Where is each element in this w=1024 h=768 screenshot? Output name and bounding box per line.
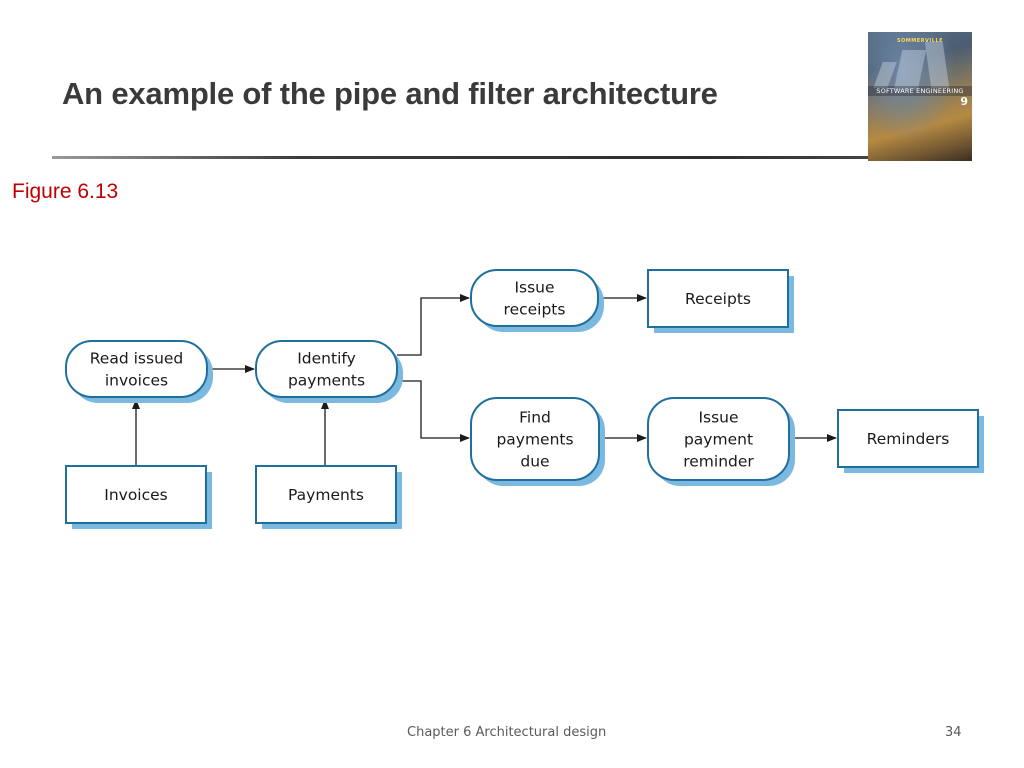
filter-find-payments-due: Find payments due (470, 397, 605, 486)
filter-issue-payment-reminder-label-line: reminder (683, 453, 754, 471)
filter-issue-payment-reminder-label-line: Issue (698, 409, 738, 427)
filter-identify-payments-label-line: Identify (297, 350, 356, 368)
connectors (132, 294, 837, 466)
filter-issue-payment-reminder-box (647, 397, 790, 481)
filter-issue-payment-reminder-label-line: payment (684, 431, 753, 449)
filter-find-payments-due-label-line: payments (496, 431, 573, 449)
figure-label: Figure 6.13 (12, 180, 119, 203)
footer-chapter: Chapter 6 Architectural design (407, 725, 607, 740)
filter-find-payments-due-box (470, 397, 600, 481)
data-store-payments-box (255, 465, 397, 524)
data-store-invoices-label-line: Invoices (104, 486, 168, 504)
arrow-identify-to-issue-receipts (397, 294, 470, 356)
data-store-receipts-label-line: Receipts (685, 290, 751, 308)
filter-issue-receipts-box (470, 269, 599, 327)
diagram-nodes: Read issuedinvoicesIdentifypaymentsIssue… (65, 269, 984, 529)
filter-read-issued-invoices-label-line: invoices (105, 372, 168, 390)
filter-issue-receipts-label-line: receipts (504, 301, 566, 319)
data-store-reminders-label-line: Reminders (867, 430, 950, 448)
filter-issue-payment-reminder: Issue payment reminder (647, 397, 795, 486)
filter-read-issued-invoices-box (65, 340, 208, 398)
data-store-receipts-box (647, 269, 789, 328)
data-store-invoices: Invoices (65, 465, 212, 529)
data-store-reminders: Reminders (837, 409, 984, 473)
data-store-payments: Payments (255, 465, 402, 529)
filter-read-issued-invoices-label-line: Read issued (90, 350, 184, 368)
title-divider (52, 156, 870, 159)
filter-identify-payments-label-line: payments (288, 372, 365, 390)
filter-issue-receipts: Issue receipts (470, 269, 604, 332)
arrow-identify-to-find-due (397, 380, 470, 442)
book-edition-text: 9 (960, 95, 968, 108)
filter-read-issued-invoices: Read issued invoices (65, 340, 213, 403)
filter-issue-receipts-label-line: Issue (514, 279, 554, 297)
footer-page-number: 34 (945, 725, 962, 740)
data-store-receipts: Receipts (647, 269, 794, 333)
book-publisher-text: SOMMERVILLE (896, 38, 944, 44)
book-cover-image: SOMMERVILLE SOFTWARE ENGINEERING 9 (868, 32, 972, 161)
filter-find-payments-due-label-line: due (520, 453, 549, 471)
book-title-text: SOFTWARE ENGINEERING (876, 87, 964, 95)
filter-identify-payments: Identify payments (255, 340, 403, 403)
filter-identify-payments-box (255, 340, 398, 398)
data-store-invoices-box (65, 465, 207, 524)
slide-title: An example of the pipe and filter archit… (62, 76, 718, 111)
data-store-reminders-box (837, 409, 979, 468)
data-store-payments-label-line: Payments (288, 486, 364, 504)
filter-find-payments-due-label-line: Find (519, 409, 551, 427)
